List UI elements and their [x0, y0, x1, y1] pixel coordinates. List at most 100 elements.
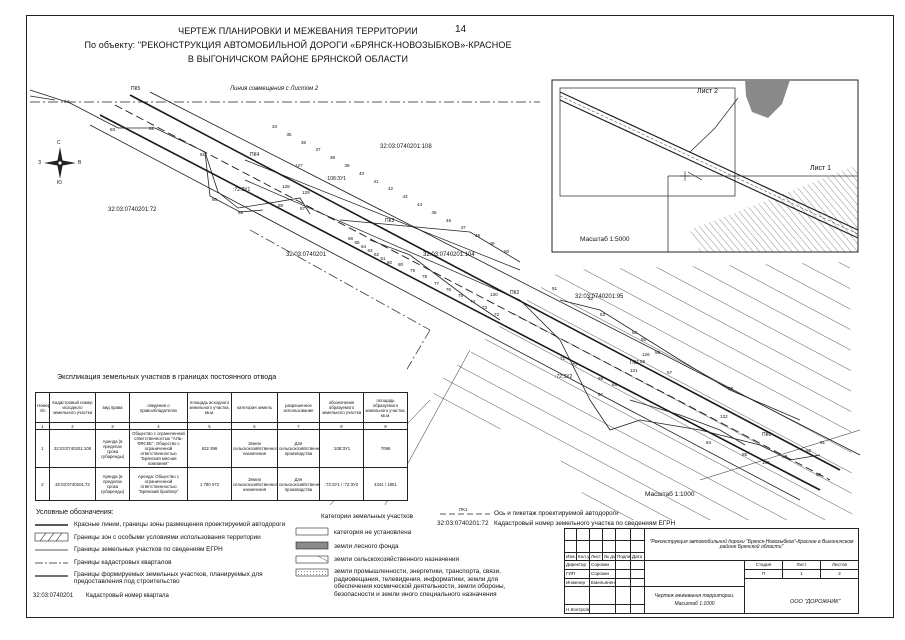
- point-91: 91: [820, 440, 826, 445]
- point-47: 47: [460, 225, 466, 231]
- explication-header-cell-3: вид права: [95, 392, 130, 423]
- title-line-2: По объекту: "РЕКОНСТРУКЦИЯ АВТОМОБИЛЬНОЙ…: [84, 40, 512, 50]
- picket-pk5: ПК5: [131, 86, 141, 92]
- explication-row-1-cell-5: 632 396: [187, 429, 232, 468]
- stamp-stage-header: Стадия: [744, 560, 783, 570]
- point-130: 130: [490, 292, 498, 297]
- explication-row-1-cell-3: Аренда (в пределах срока субаренды): [95, 429, 130, 468]
- point-72: 72: [494, 311, 500, 317]
- explication-header-cell-2: Кадастровый номер исходного земельного у…: [49, 392, 96, 423]
- stamp-col-4: № док.: [602, 552, 616, 561]
- explication-colnum-cell-2: 2: [49, 422, 96, 430]
- explication-row-2-cell-9: 4341 / 1851: [363, 467, 408, 501]
- point-53: 53: [600, 312, 606, 317]
- road-corridor: [89, 91, 861, 501]
- stamp-col-2: Кол.уч.: [576, 552, 590, 561]
- explication-colnum-cell-5: 5: [187, 422, 232, 430]
- legend-item-2: Границы зон с особыми условиями использо…: [74, 534, 261, 541]
- pk-legend-sample: ПК1: [459, 507, 468, 512]
- cad-label-104: 32:03:0740201:104: [423, 252, 475, 258]
- point-90: 90: [816, 472, 822, 477]
- explication-row-1-cell-1: 1: [35, 429, 50, 468]
- explication-header-cell-9: площадь образуемого земельного участка, …: [363, 392, 408, 423]
- legend-quarter-sample: 32:03:0740201: [33, 593, 74, 599]
- point-131: 131: [630, 368, 638, 373]
- point-126: 126: [642, 352, 650, 357]
- point-94: 94: [64, 99, 70, 104]
- stamp-col-5: Подпись: [615, 552, 631, 561]
- point-132: 132: [720, 414, 728, 419]
- explication-colnum-cell-1: 1: [35, 422, 50, 430]
- explication-colnum-cell-3: 3: [95, 422, 130, 430]
- point-60: 60: [387, 260, 393, 265]
- compass-rose-icon: [44, 147, 76, 179]
- explication-row-2-cell-2: 32:03:0740201:72: [49, 467, 96, 501]
- point-43: 43: [402, 194, 408, 200]
- explication-row-2-cell-5: 1 780 072: [187, 467, 232, 501]
- stamp-name-director: Сорокин: [589, 560, 616, 570]
- explication-header-cell-7: разрешенное использование: [277, 392, 320, 423]
- picket-pk2: ПК2: [510, 290, 520, 296]
- explication-row-2-cell-8: :72:ЗУ1 / :72:ЗУ2: [319, 467, 364, 501]
- categories-title: Категории земельных участков: [321, 513, 414, 520]
- title-line-1: ЧЕРТЕЖ ПЛАНИРОВКИ И МЕЖЕВАНИЯ ТЕРРИТОРИИ: [178, 26, 418, 36]
- explication-header-cell-8: обозначение образуемого земельного участ…: [319, 392, 364, 423]
- point-50: 50: [504, 248, 510, 254]
- explication-header-cell-6: категория земель: [231, 392, 278, 423]
- point-58: 58: [728, 386, 734, 391]
- match-line-label: Линия совмещения с Листом 2: [230, 86, 319, 92]
- point-79: 79: [410, 268, 416, 274]
- stamp-sheets: 2: [820, 568, 859, 579]
- legend-item-4: Границы кадастровых кварталов: [74, 559, 172, 566]
- point-78: 78: [422, 274, 428, 280]
- point-52: 52: [588, 296, 594, 301]
- point-59: 59: [640, 359, 646, 364]
- point-73: 73: [482, 305, 488, 311]
- legend-item-1: Красные линии, границы зоны размещения п…: [74, 521, 286, 528]
- point-67: 67: [598, 392, 604, 397]
- point-76: 76: [446, 286, 452, 292]
- point-129: 129: [302, 190, 310, 195]
- main-scale-label: Масштаб 1:1000: [645, 491, 695, 498]
- compass-w: З: [38, 160, 42, 166]
- explication-row-1-cell-2: 32:03:0740201:108: [49, 429, 96, 468]
- point-127: 127: [295, 163, 303, 168]
- category-4: земли промышленности, энергетики, трансп…: [334, 568, 506, 598]
- stamp-sheet-header: Лист: [782, 560, 821, 570]
- drawing-frame: [26, 15, 894, 618]
- point-83: 83: [110, 127, 116, 132]
- picket-pk1: ПК1: [630, 360, 640, 366]
- inset-sheet1-label: Лист 1: [810, 165, 832, 172]
- point-54: 54: [632, 330, 638, 335]
- point-46: 46: [446, 217, 452, 223]
- stamp-col-6: Дата: [630, 552, 645, 561]
- agricultural-land-hatch: [430, 262, 852, 520]
- point-40: 40: [359, 170, 365, 176]
- point-70: 70: [572, 362, 578, 367]
- explication-row-2-cell-3: Аренда (в пределах срока субаренды): [95, 467, 130, 501]
- compass-e: В: [78, 160, 82, 166]
- point-88: 88: [278, 203, 284, 208]
- point-69: 69: [598, 376, 604, 381]
- explication-row-1-cell-8: :108:ЗУ1: [319, 429, 364, 468]
- parcel-72zu2-label: :72:ЗУ2: [555, 374, 573, 380]
- pk-legend-cad-sample: 32:03:0740201:72: [437, 520, 489, 527]
- point-38: 38: [330, 155, 336, 161]
- point-37: 37: [315, 147, 321, 153]
- point-128: 128: [282, 184, 290, 189]
- stamp-role-engineer: Инженер: [564, 577, 590, 588]
- point-57: 57: [667, 370, 673, 375]
- point-41: 41: [373, 178, 379, 184]
- stamp-role-gip: ГИП: [564, 568, 590, 579]
- picket-pk4: ПК4: [250, 152, 260, 158]
- point-62: 62: [374, 252, 380, 257]
- point-92: 92: [806, 448, 812, 453]
- legend-item-5: Границы формируемых земельных участков, …: [74, 571, 263, 585]
- stamp-role-director: Директор: [564, 560, 590, 570]
- point-84: 84: [706, 440, 712, 445]
- stamp-name-gip: Сорокин: [589, 568, 616, 579]
- explication-row-2-cell-6: Земли сельскохозяйственного назначения: [231, 467, 278, 501]
- stamp-doc-title: Чертеж межевания территории.: [654, 593, 735, 600]
- explication-colnum-cell-7: 7: [277, 422, 320, 430]
